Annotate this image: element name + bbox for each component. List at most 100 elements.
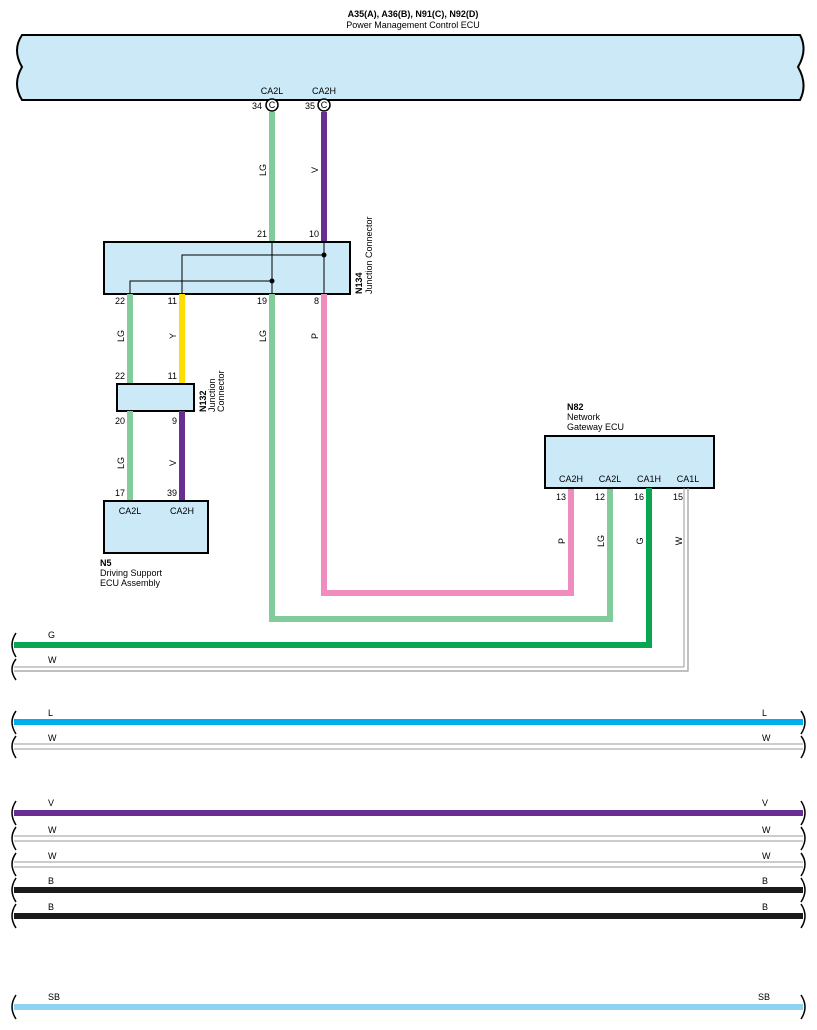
n134-id: N134 bbox=[354, 272, 364, 294]
brace-w2-left bbox=[11, 826, 17, 851]
n134-box bbox=[103, 241, 351, 295]
brace-w3-right bbox=[800, 852, 806, 877]
n82-name-1: Network bbox=[567, 412, 601, 422]
n82-term-ca2l: CA2L bbox=[599, 474, 622, 484]
n82-box bbox=[544, 435, 715, 489]
wire-w-n82 bbox=[14, 488, 689, 672]
brace-v-right bbox=[800, 800, 806, 826]
top-ecu-box bbox=[16, 34, 805, 101]
bus-label-b1-right: B bbox=[762, 876, 768, 886]
brace-g bbox=[11, 632, 17, 658]
n134-pin-19: 19 bbox=[257, 296, 267, 306]
brace-sb-right bbox=[800, 994, 806, 1020]
n5-name-2: ECU Assembly bbox=[100, 578, 161, 588]
top-pin-34: 34 bbox=[252, 101, 262, 111]
wire-label-p-1: P bbox=[310, 333, 320, 339]
n5-pin-17: 17 bbox=[115, 488, 125, 498]
wire-label-v-1: V bbox=[310, 167, 320, 173]
brace-w2-right bbox=[800, 826, 806, 851]
n82-pin-12: 12 bbox=[595, 492, 605, 502]
top-term-ca2h: CA2H bbox=[312, 86, 336, 96]
connector-c-marker-2 bbox=[317, 98, 331, 112]
top-term-ca2l: CA2L bbox=[261, 86, 284, 96]
wire-label-y: Y bbox=[168, 333, 178, 339]
n5-term-ca2l: CA2L bbox=[119, 506, 142, 516]
n132-name-2: Connector bbox=[216, 370, 226, 412]
n5-box bbox=[103, 500, 209, 554]
wire-label-w-1: W bbox=[674, 536, 684, 545]
n5-pin-39: 39 bbox=[167, 488, 177, 498]
n82-name-2: Gateway ECU bbox=[567, 422, 624, 432]
wire-label-p-2: P bbox=[557, 538, 567, 544]
wire-label-v-2: V bbox=[168, 460, 178, 466]
bus-label-v-right: V bbox=[762, 798, 768, 808]
brace-w1-right bbox=[800, 735, 806, 759]
brace-w1-left bbox=[11, 735, 17, 759]
n134-pin-22: 22 bbox=[115, 296, 125, 306]
top-ecu-name: Power Management Control ECU bbox=[346, 20, 480, 30]
bus-label-w2-left: W bbox=[48, 825, 57, 835]
n134-splice-v bbox=[321, 252, 327, 258]
n134-pin-8: 8 bbox=[314, 296, 319, 306]
wire-label-g-1: G bbox=[635, 537, 645, 544]
bus-label-b2-left: B bbox=[48, 902, 54, 912]
n132-pin-20: 20 bbox=[115, 416, 125, 426]
wire-lg-n134-n82 bbox=[269, 294, 613, 622]
n132-box bbox=[116, 383, 195, 412]
brace-b2-left bbox=[11, 903, 17, 929]
wire-label-lg-4: LG bbox=[258, 330, 268, 342]
n5-term-ca2h: CA2H bbox=[170, 506, 194, 516]
n82-id: N82 bbox=[567, 402, 584, 412]
bus-label-b2-right: B bbox=[762, 902, 768, 912]
bus-label-v-left: V bbox=[48, 798, 54, 808]
n132-pin-9: 9 bbox=[172, 416, 177, 426]
bus-label-sb-left: SB bbox=[48, 992, 60, 1002]
bus-label-w1-right: W bbox=[762, 733, 771, 743]
wire-label-w-2: W bbox=[48, 655, 57, 665]
connector-c-label-2: C bbox=[321, 100, 328, 110]
n82-pin-16: 16 bbox=[634, 492, 644, 502]
n132-pin-22: 22 bbox=[115, 371, 125, 381]
bus-label-l-left: L bbox=[48, 708, 53, 718]
n132-id: N132 bbox=[198, 390, 208, 412]
brace-v-left bbox=[11, 800, 17, 826]
brace-b1-left bbox=[11, 877, 17, 903]
n82-term-ca2h: CA2H bbox=[559, 474, 583, 484]
wire-p-n134-n82 bbox=[321, 294, 574, 596]
wire-label-lg-5: LG bbox=[596, 535, 606, 547]
n82-pin-13: 13 bbox=[556, 492, 566, 502]
wire-label-lg-1: LG bbox=[258, 164, 268, 176]
n134-name: Junction Connector bbox=[364, 216, 374, 294]
n82-term-ca1l: CA1L bbox=[677, 474, 700, 484]
brace-l-left bbox=[11, 710, 17, 735]
wire-g-n82 bbox=[14, 488, 652, 648]
top-ecu-id: A35(A), A36(B), N91(C), N92(D) bbox=[348, 9, 479, 19]
brace-b1-right bbox=[800, 877, 806, 903]
brace-w-1 bbox=[11, 658, 17, 681]
n132-name-1: Junction bbox=[207, 378, 217, 412]
n82-pin-15: 15 bbox=[673, 492, 683, 502]
n5-id: N5 bbox=[100, 558, 112, 568]
bus-label-w1-left: W bbox=[48, 733, 57, 743]
n134-internal-lg bbox=[129, 242, 273, 294]
wire-label-g-2: G bbox=[48, 630, 55, 640]
bus-label-w2-right: W bbox=[762, 825, 771, 835]
brace-w3-left bbox=[11, 852, 17, 877]
brace-b2-right bbox=[800, 903, 806, 929]
bus-label-w3-right: W bbox=[762, 851, 771, 861]
bus-label-sb-right: SB bbox=[758, 992, 770, 1002]
n134-pin-21: 21 bbox=[257, 229, 267, 239]
bus-label-l-right: L bbox=[762, 708, 767, 718]
wire-label-lg-2: LG bbox=[116, 330, 126, 342]
top-pin-35: 35 bbox=[305, 101, 315, 111]
wire-label-lg-3: LG bbox=[116, 457, 126, 469]
connector-c-label-1: C bbox=[269, 100, 276, 110]
n82-term-ca1h: CA1H bbox=[637, 474, 661, 484]
n134-pin-10: 10 bbox=[309, 229, 319, 239]
n134-pin-11: 11 bbox=[168, 296, 177, 306]
n134-internal-v bbox=[181, 242, 325, 294]
n132-pin-11: 11 bbox=[168, 371, 177, 381]
brace-l-right bbox=[800, 710, 806, 735]
connector-c-marker-1 bbox=[265, 98, 279, 112]
bus-label-w3-left: W bbox=[48, 851, 57, 861]
